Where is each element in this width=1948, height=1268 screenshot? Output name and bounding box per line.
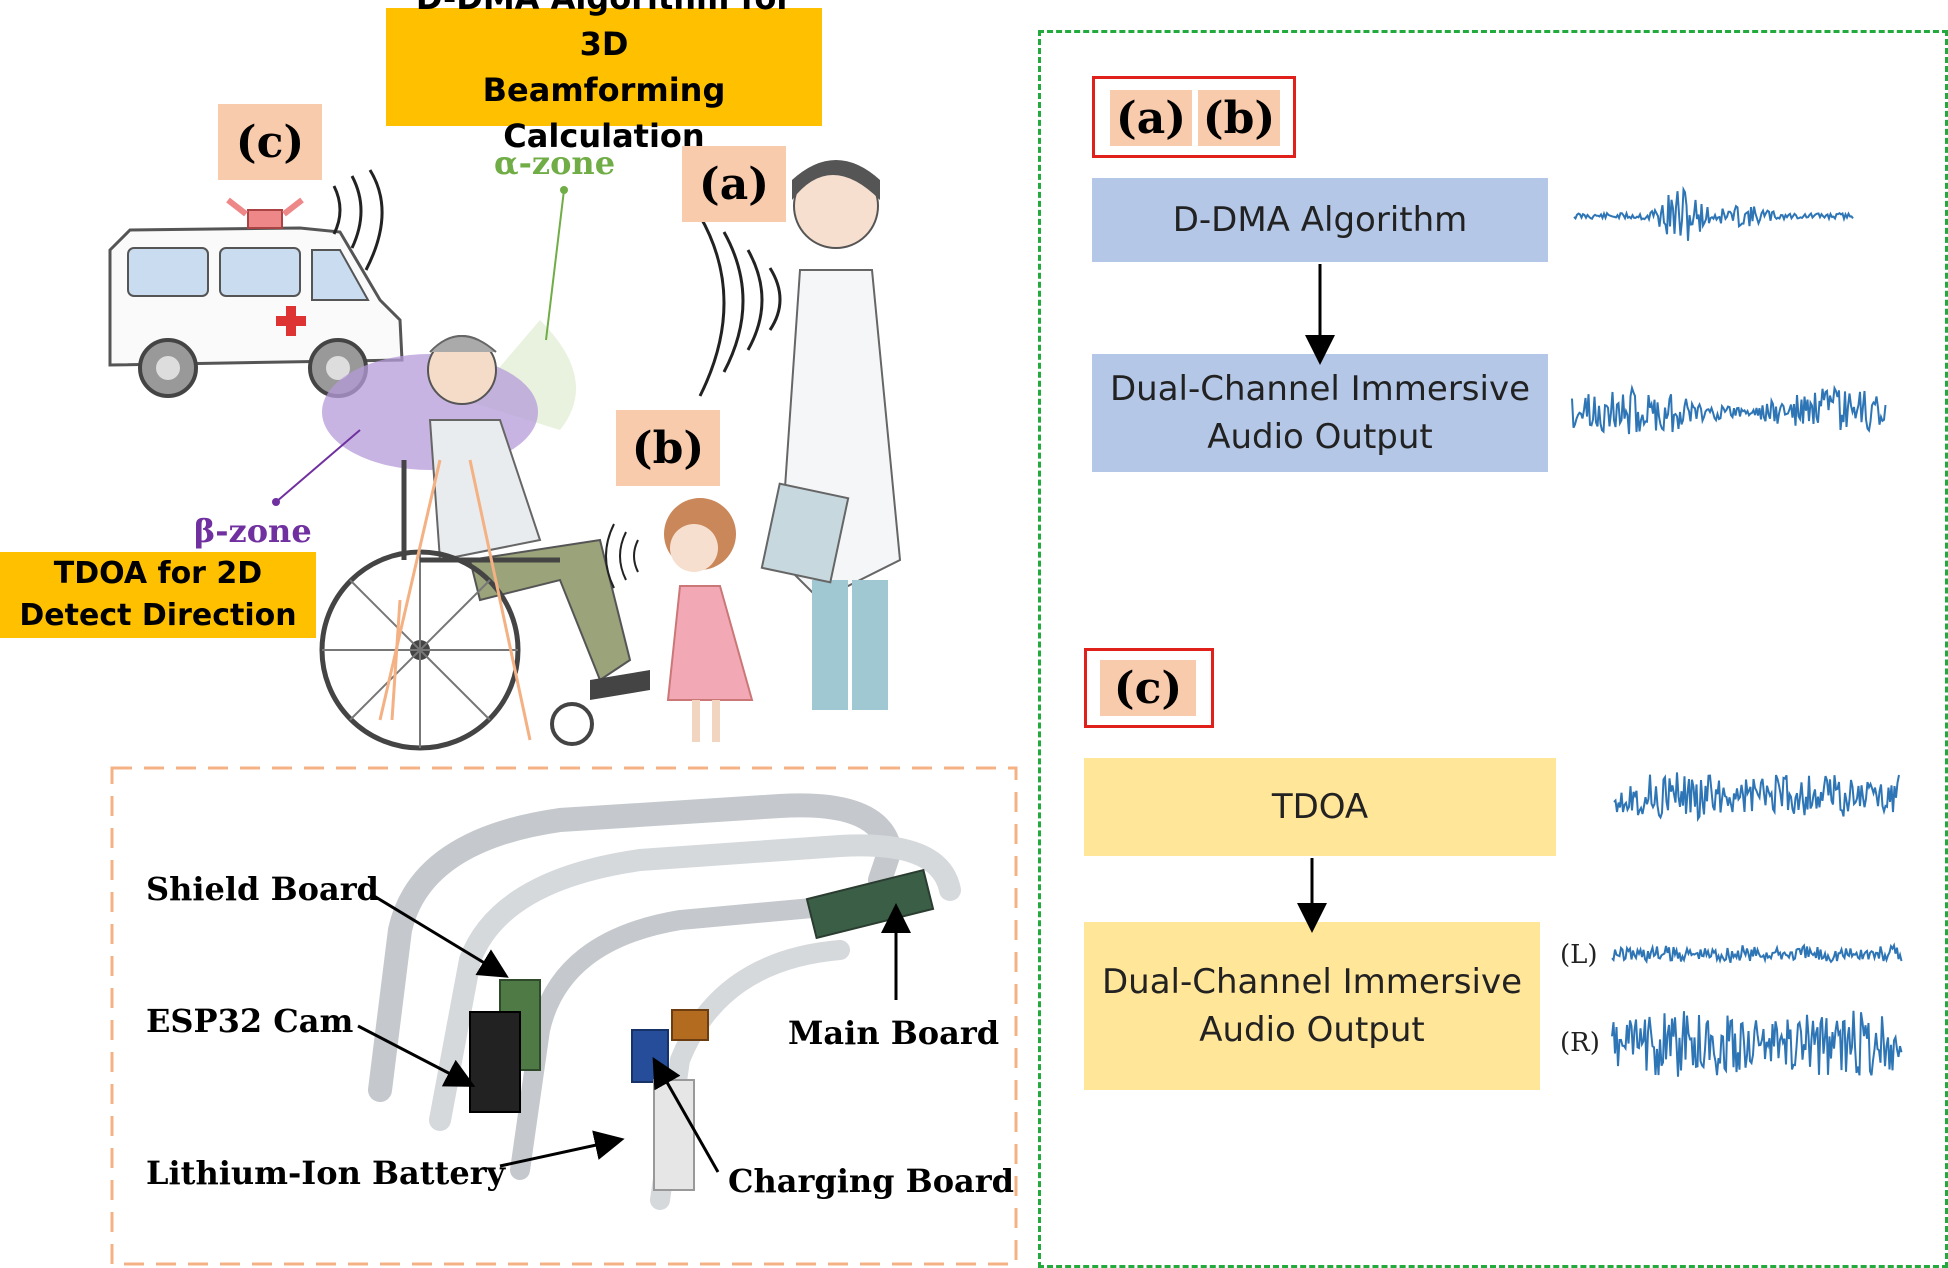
ambulance-illustration bbox=[108, 169, 404, 398]
c-output-line-1: Dual-Channel Immersive bbox=[1101, 962, 1523, 1002]
ab-output-line-2: Audio Output bbox=[1207, 417, 1433, 457]
device-frame bbox=[110, 766, 1018, 1266]
ddma-title-line-1: D-DMA Algorithm for 3D bbox=[416, 0, 792, 63]
group-c-tag-c: (c) bbox=[1100, 660, 1196, 716]
group-ab-tag-a: (a) bbox=[1110, 90, 1192, 146]
ab-audio-output-box: Dual-Channel Immersive Audio Output bbox=[1092, 354, 1548, 472]
tdoa-mic-lines bbox=[378, 459, 532, 741]
beta-zone-label: β-zone bbox=[194, 512, 312, 550]
tdoa-title-badge: TDOA for 2D Detect Direction bbox=[0, 552, 316, 638]
right-channel-waveform bbox=[1611, 1010, 1903, 1077]
scene-tag-a-text: (a) bbox=[698, 158, 770, 210]
group-c-frame bbox=[1084, 648, 1214, 728]
ddma-waveform bbox=[1573, 185, 1854, 241]
shield-board-label: Shield Board bbox=[146, 870, 379, 908]
alpha-zone-label: α-zone bbox=[494, 144, 616, 182]
tdoa-box: TDOA bbox=[1084, 758, 1556, 856]
beta-zone-pointer bbox=[275, 429, 361, 503]
group-ab-frame bbox=[1092, 76, 1296, 158]
ddma-title-badge: D-DMA Algorithm for 3D Beamforming Calcu… bbox=[386, 0, 822, 155]
scene-tag-b: (b) bbox=[616, 410, 720, 486]
tdoa-label: TDOA bbox=[1271, 787, 1369, 827]
tdoa-waveform bbox=[1613, 772, 1900, 823]
c-output-line-2: Audio Output bbox=[1199, 1010, 1425, 1050]
battery-label: Lithium-Ion Battery bbox=[146, 1154, 506, 1192]
tdoa-title-line-1: TDOA for 2D bbox=[53, 556, 263, 591]
tag-c-text: (c) bbox=[1113, 662, 1183, 714]
tdoa-title-line-2: Detect Direction bbox=[19, 598, 297, 633]
esp32-cam-label: ESP32 Cam bbox=[146, 1002, 354, 1040]
child-illustration bbox=[605, 498, 754, 742]
ddma-algorithm-box: D-DMA Algorithm bbox=[1092, 178, 1548, 262]
scene-tag-c-text: (c) bbox=[235, 116, 305, 168]
scene-tag-b-text: (b) bbox=[631, 422, 705, 474]
ddma-algorithm-label: D-DMA Algorithm bbox=[1172, 200, 1468, 240]
wheelchair-user-illustration bbox=[319, 335, 650, 751]
right-channel-label: (R) bbox=[1560, 1028, 1600, 1058]
ab-output-line-1: Dual-Channel Immersive bbox=[1109, 369, 1531, 409]
left-channel-waveform bbox=[1611, 942, 1903, 964]
c-audio-output-box: Dual-Channel Immersive Audio Output bbox=[1084, 922, 1540, 1090]
headset-device-illustration bbox=[368, 793, 961, 1210]
charging-board-label: Charging Board bbox=[728, 1162, 1014, 1200]
main-board-label: Main Board bbox=[788, 1014, 1000, 1052]
group-ab-tag-b: (b) bbox=[1198, 90, 1280, 146]
tag-b-text: (b) bbox=[1202, 92, 1276, 144]
left-channel-label: (L) bbox=[1560, 940, 1598, 970]
scene-tag-c: (c) bbox=[218, 104, 322, 180]
scene-tag-a: (a) bbox=[682, 146, 786, 222]
ddma-title-line-2: Beamforming Calculation bbox=[482, 71, 726, 155]
doctor-illustration bbox=[698, 160, 902, 710]
ab-output-waveform bbox=[1571, 384, 1887, 435]
tag-a-text: (a) bbox=[1115, 92, 1187, 144]
device-callout-arrows bbox=[357, 894, 911, 1173]
alpha-zone-pointer bbox=[545, 189, 565, 341]
